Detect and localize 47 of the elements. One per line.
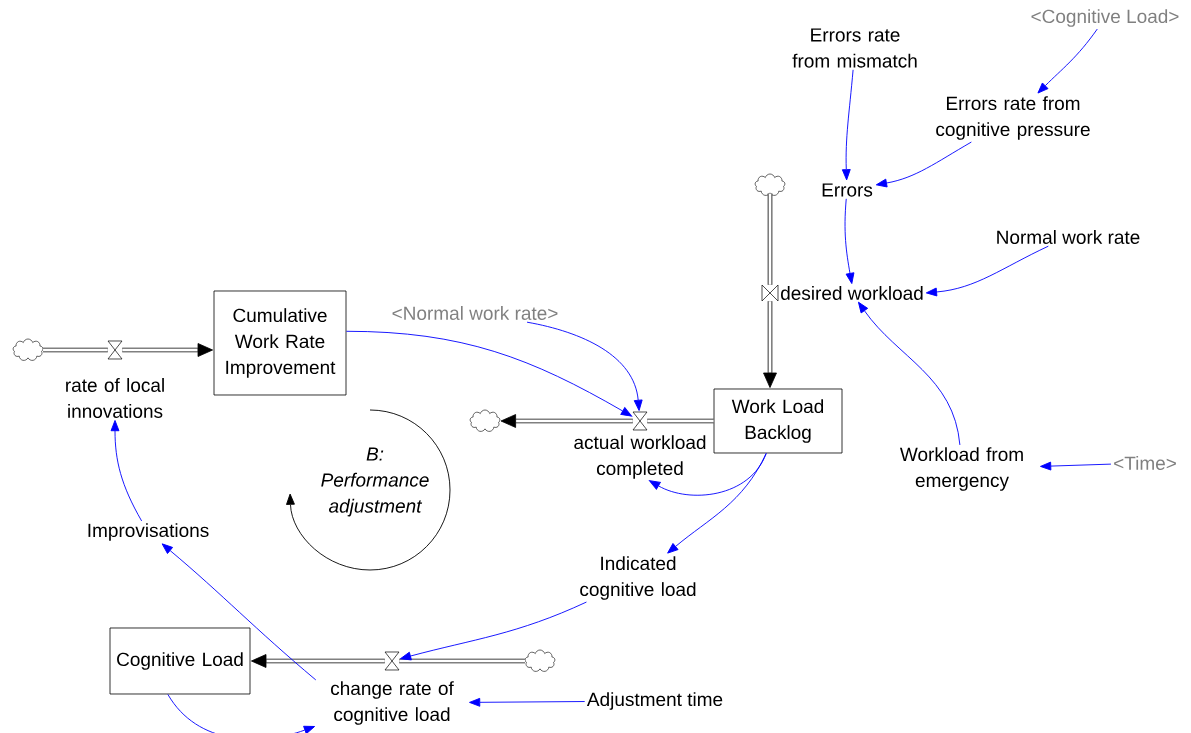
link-arrow bbox=[526, 321, 643, 411]
variable-label: Adjustment time bbox=[586, 692, 723, 710]
link-arrow bbox=[1037, 28, 1098, 94]
link-arrow bbox=[841, 69, 854, 181]
link-arrow bbox=[649, 452, 767, 496]
stock-box: Work Load Backlog bbox=[713, 388, 843, 454]
loop-label: B: Performance adjustment bbox=[321, 447, 429, 517]
flow-label: actual workload completed bbox=[574, 435, 706, 479]
link-arrow bbox=[1040, 461, 1112, 471]
flow-label: rate of local innovations bbox=[66, 378, 164, 418]
link-arrow bbox=[400, 601, 587, 661]
variable-label: Errors bbox=[822, 183, 873, 197]
link-arrow bbox=[875, 141, 972, 188]
link-arrow bbox=[925, 245, 1049, 297]
flow-label: desired workload bbox=[781, 286, 923, 300]
variable-label: Errors rate from mismatch bbox=[792, 28, 917, 68]
variable-label: <Normal work rate> bbox=[392, 306, 558, 320]
link-arrow bbox=[667, 452, 767, 554]
link-arrow bbox=[858, 301, 961, 446]
flow-pipe bbox=[251, 654, 385, 668]
flow-pipe bbox=[500, 414, 633, 428]
flow-pipe bbox=[43, 347, 108, 353]
variable-label: Indicated cognitive load bbox=[580, 556, 696, 600]
link-arrow bbox=[345, 330, 633, 417]
variable-label: <Cognitive Load> bbox=[1031, 9, 1179, 27]
link-arrow bbox=[110, 420, 143, 522]
flow-pipe bbox=[122, 343, 213, 357]
link-arrow bbox=[167, 693, 316, 733]
cloud-symbol bbox=[754, 173, 786, 196]
flow-pipe bbox=[763, 301, 777, 388]
flow-pipe bbox=[399, 658, 525, 664]
flow-pipe bbox=[647, 418, 714, 424]
cloud-symbol bbox=[469, 409, 501, 432]
variable-label: <Time> bbox=[1114, 456, 1176, 470]
flow-label: change rate of cognitive load bbox=[331, 681, 454, 725]
cloud-symbol bbox=[12, 338, 44, 361]
stock-box: Cumulative Work Rate Improvement bbox=[213, 290, 347, 396]
cloud-symbol bbox=[524, 649, 556, 672]
variable-label: Improvisations bbox=[88, 523, 209, 541]
link-arrow bbox=[161, 543, 317, 681]
stock-box: Cognitive Load bbox=[109, 627, 251, 695]
variable-label: Workload from emergency bbox=[899, 447, 1023, 491]
flow-pipe bbox=[767, 193, 773, 285]
link-arrow bbox=[844, 198, 855, 284]
variable-label: Errors rate from cognitive pressure bbox=[936, 96, 1090, 140]
variable-label: Normal work rate bbox=[997, 230, 1140, 244]
link-arrow bbox=[469, 697, 586, 707]
